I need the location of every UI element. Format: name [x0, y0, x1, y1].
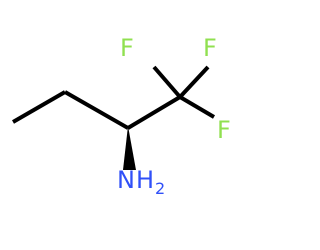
atom-f-left: F — [120, 34, 134, 62]
bond-stereocenter-cf3 — [126, 95, 182, 130]
bond-cf3-f-bottom — [178, 95, 216, 119]
atom-f-bottom: F — [217, 116, 231, 144]
bond-ethyl-ch3-ch2 — [12, 90, 66, 124]
atom-n-hydrogen-count: 2 — [155, 179, 165, 198]
bond-ch2-stereocenter — [64, 90, 129, 130]
molecule-structure: F F F N H 2 — [12, 34, 231, 198]
bond-cf3-f-right — [178, 65, 210, 99]
atom-n: N — [117, 166, 135, 194]
atom-f-right: F — [203, 34, 217, 62]
wedge-bond-stereocenter-n — [123, 126, 136, 170]
bond-cf3-f-left — [152, 65, 182, 99]
bonds — [12, 65, 216, 130]
atom-n-hydrogen: H — [136, 166, 154, 194]
